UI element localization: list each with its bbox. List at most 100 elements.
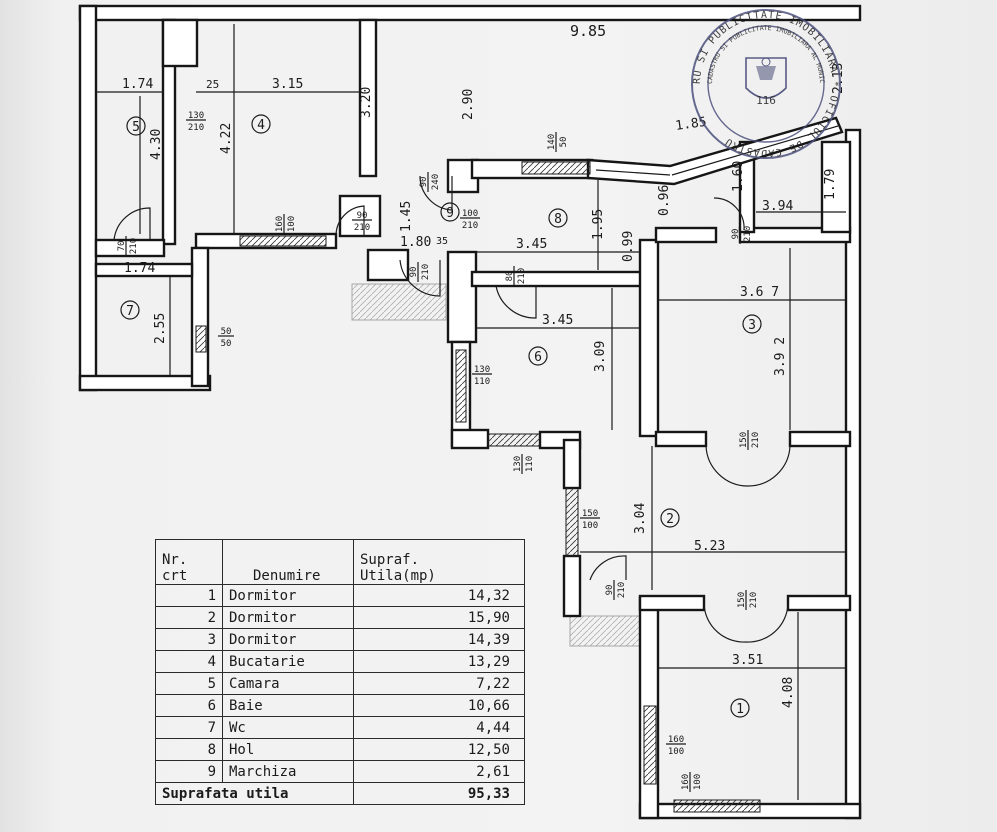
- svg-text:9: 9: [446, 206, 454, 221]
- dim-345-top: 3.45: [516, 237, 547, 252]
- stamp-code: 116: [756, 94, 776, 107]
- svg-text:160: 160: [668, 735, 684, 745]
- window-wc: [195, 325, 207, 353]
- row-area: 14,39: [353, 628, 525, 651]
- dim-195: 1.95: [591, 209, 606, 240]
- dim-35: 35: [436, 236, 448, 247]
- opening-150-210-room3: 150 210: [739, 430, 761, 450]
- wall-5-4-stub: [161, 18, 199, 68]
- dim-25: 25: [206, 78, 219, 91]
- svg-text:100: 100: [287, 216, 297, 232]
- room-label-7: 7: [120, 300, 140, 320]
- svg-text:210: 210: [749, 592, 759, 608]
- opening-160-100-room1-left: 160 100: [666, 735, 686, 757]
- svg-text:240: 240: [431, 174, 441, 190]
- header-utila: Utila(mp): [360, 568, 436, 584]
- opening-90-210-hol: 90 210: [409, 262, 431, 282]
- dim-174-top: 1.74: [122, 77, 153, 92]
- dim-185: 1.85: [674, 115, 707, 134]
- row-area: 13,29: [353, 650, 525, 673]
- dim-160: 1.60: [731, 161, 746, 192]
- wall-marchiza-left: [338, 194, 382, 238]
- opening-annotations: 130 210 160 100 70 210 50 50 90 210 90 2…: [117, 111, 761, 792]
- svg-text:110: 110: [474, 377, 490, 387]
- dim-309: 3.09: [593, 341, 608, 372]
- svg-text:140: 140: [547, 134, 557, 150]
- row-area: 10,66: [353, 694, 525, 717]
- dim-394: 3.94: [762, 199, 793, 214]
- svg-text:4: 4: [257, 118, 265, 133]
- svg-text:130: 130: [188, 111, 204, 121]
- dim-392: 3.9 2: [773, 337, 788, 376]
- wall-hol-left: [446, 250, 478, 344]
- wall-wc-right: [190, 246, 210, 388]
- row-room-name: Baie: [222, 694, 354, 717]
- row-room-name: Wc: [222, 716, 354, 739]
- svg-text:5: 5: [132, 120, 140, 135]
- row-room-name: Dormitor: [222, 628, 354, 651]
- wall-left: [78, 4, 98, 392]
- room-label-3: 3: [742, 314, 762, 334]
- dim-096: 0.96: [657, 185, 672, 216]
- door-baie: [495, 285, 537, 319]
- total-label: Suprafata utila: [155, 782, 354, 805]
- row-room-name: Marchiza: [222, 760, 354, 783]
- svg-text:7: 7: [126, 304, 134, 319]
- dim-523: 5.23: [694, 539, 725, 554]
- row-number: 7: [155, 716, 223, 739]
- svg-text:90: 90: [731, 229, 741, 240]
- row-room-name: Dormitor: [222, 606, 354, 629]
- opening-90-210-room2: 90 210: [605, 580, 627, 600]
- row-number: 4: [155, 650, 223, 673]
- opening-160-100-kitchen: 160 100: [275, 214, 297, 234]
- row-area: 12,50: [353, 738, 525, 761]
- windows: [195, 161, 761, 813]
- opening-160-100-room1-bottom: 160 100: [681, 772, 703, 792]
- svg-text:130: 130: [474, 365, 490, 375]
- svg-text:90: 90: [605, 585, 615, 596]
- room-label-9: 9: [440, 202, 460, 222]
- svg-text:150: 150: [739, 432, 749, 448]
- dim-174-wc: 1.74: [124, 261, 155, 276]
- row-room-name: Hol: [222, 738, 354, 761]
- coat-of-arms-icon: [745, 57, 787, 99]
- svg-text:150: 150: [737, 592, 747, 608]
- angled-wall: [586, 116, 844, 186]
- stair-area: [351, 283, 447, 321]
- svg-text:80: 80: [505, 271, 515, 282]
- window-marchiza: [521, 161, 591, 175]
- opening-130-210: 130 210: [186, 111, 206, 133]
- svg-text:210: 210: [421, 264, 431, 280]
- wall-room1-top-right: [786, 594, 852, 612]
- dim-430: 4.30: [149, 129, 164, 160]
- row-room-name: Camara: [222, 672, 354, 695]
- row-room-name: Bucatarie: [222, 650, 354, 673]
- svg-text:8: 8: [554, 212, 562, 227]
- dim-213: 2.13: [831, 63, 846, 94]
- area-table-total-row: Suprafata utila 95,33: [155, 782, 525, 805]
- door-marchiza: [419, 175, 453, 211]
- row-area: 2,61: [353, 760, 525, 783]
- dim-408: 4.08: [781, 677, 796, 708]
- dim-367: 3.6 7: [740, 285, 779, 300]
- svg-text:210: 210: [129, 238, 139, 254]
- row-number: 1: [155, 584, 223, 607]
- svg-text:160: 160: [275, 216, 285, 232]
- dim-179: 1.79: [823, 169, 838, 200]
- svg-text:50: 50: [221, 327, 232, 337]
- row-number: 6: [155, 694, 223, 717]
- dim-180: 1.80: [400, 235, 431, 250]
- window-room2: [565, 487, 579, 557]
- dim-099: 0.99: [621, 231, 636, 262]
- dim-290: 2.90: [461, 89, 476, 120]
- row-number: 3: [155, 628, 223, 651]
